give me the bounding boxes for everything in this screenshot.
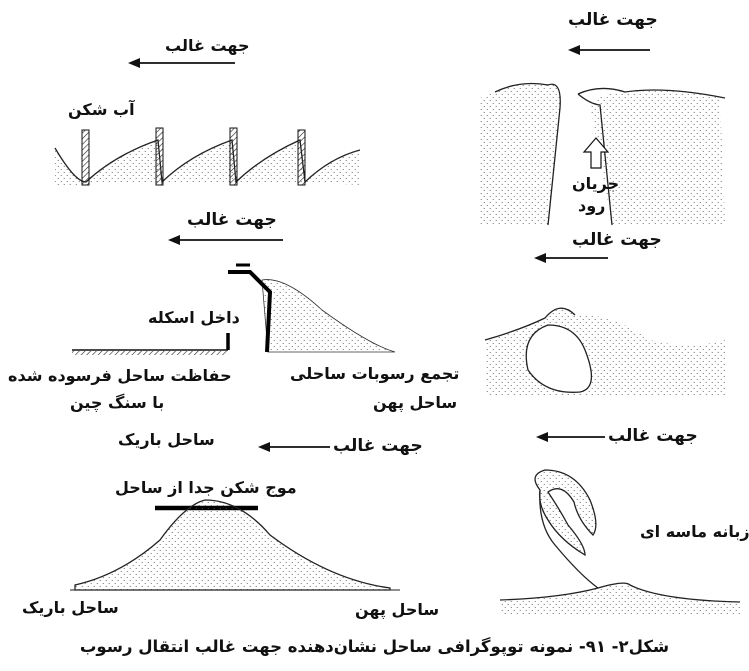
label-river-flow-2: رود	[578, 196, 605, 215]
accretion-fillet	[262, 280, 395, 352]
salient-panel	[70, 442, 400, 590]
figure-caption: شکل۲- ۹۱- نمونه توپوگرافی ساحل نشان‌دهند…	[0, 637, 749, 656]
label-dir-low-mid: جهت غالب	[333, 436, 423, 456]
label-wide-beach-bottom: ساحل پهن	[355, 600, 439, 619]
label-wide-beach-mid: ساحل پهن	[373, 393, 457, 412]
label-river-flow-1: جریان	[572, 174, 619, 193]
label-narrow-beach-mid: ساحل باریک	[118, 430, 215, 449]
label-dir-top-left: جهت غالب	[165, 36, 249, 55]
label-sand-spit: زبانه ماسه ای	[640, 522, 749, 541]
label-breakwater: آب شکن	[68, 100, 135, 119]
label-dir-top-right: جهت غالب	[568, 10, 658, 30]
label-protection-2: با سنگ چین	[70, 393, 164, 412]
bay-panel	[485, 253, 725, 395]
groin-structure	[230, 128, 237, 185]
label-dir-mid-right: جهت غالب	[572, 230, 662, 250]
salient-deposit	[75, 500, 390, 590]
sand-spit-shoreline	[540, 490, 740, 602]
label-deposit: تجمع رسوبات ساحلی	[290, 364, 459, 383]
sand-spit-shape	[535, 470, 596, 555]
label-narrow-beach-bottom: ساحل باریک	[22, 598, 119, 617]
jetty-panel	[72, 235, 395, 353]
groin-structure	[82, 130, 89, 185]
label-jetty: داخل اسکله	[148, 308, 240, 327]
groin-structure	[156, 128, 163, 185]
label-detached-breakwater: موج شکن جدا از ساحل	[115, 478, 297, 497]
groin-structure	[298, 130, 305, 185]
label-dir-mid-left: جهت غالب	[187, 210, 277, 230]
label-protection-1: حفاظت ساحل فرسوده شده	[8, 366, 232, 385]
groin-panel	[55, 58, 360, 186]
label-dir-low-right: جهت غالب	[608, 426, 698, 446]
